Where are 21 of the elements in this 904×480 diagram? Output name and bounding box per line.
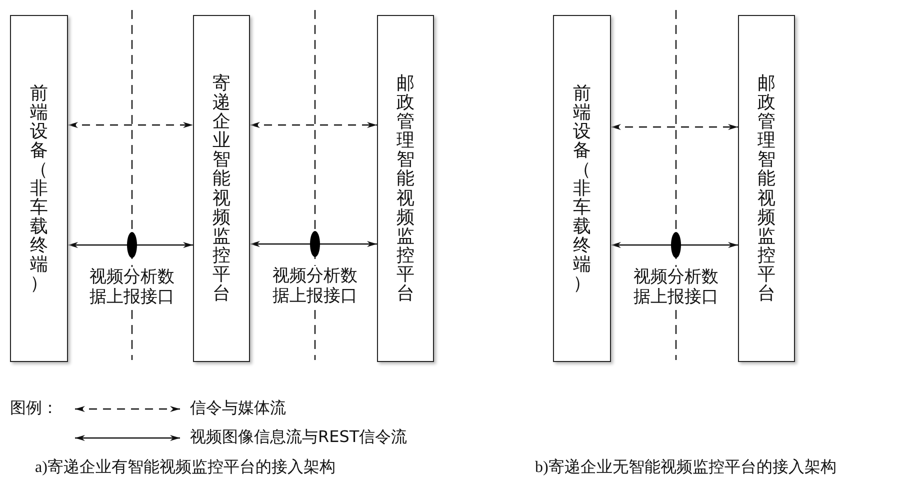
dashed-arrow xyxy=(68,122,193,128)
platform-box xyxy=(553,15,611,362)
box-label: 前端设备（非车载终端） xyxy=(30,84,48,294)
dashed-arrow xyxy=(250,122,377,128)
legend-title: 图例： xyxy=(10,399,58,419)
box-label: 邮政管理智能视频监控平台 xyxy=(758,74,776,303)
legend-label: 信令与媒体流 xyxy=(190,398,286,419)
box-label: 寄递企业智能视频监控平台 xyxy=(212,74,230,303)
legend-label: 视频图像信息流与REST信令流 xyxy=(190,427,408,448)
platform-box xyxy=(10,15,68,362)
platform-box xyxy=(738,15,795,362)
box-label: 邮政管理智能视频监控平台 xyxy=(396,74,414,303)
platform-box xyxy=(377,15,434,362)
caption: b)寄递企业无智能视频监控平台的接入架构 xyxy=(535,458,836,478)
dashed-arrow xyxy=(611,124,738,130)
solid-arrow xyxy=(611,242,738,248)
solid-arrow xyxy=(68,242,193,248)
solid-arrow xyxy=(250,241,377,247)
caption: a)寄递企业有智能视频监控平台的接入架构 xyxy=(35,458,336,478)
platform-box xyxy=(193,15,250,362)
box-label: 前端设备（非车载终端） xyxy=(573,84,591,294)
